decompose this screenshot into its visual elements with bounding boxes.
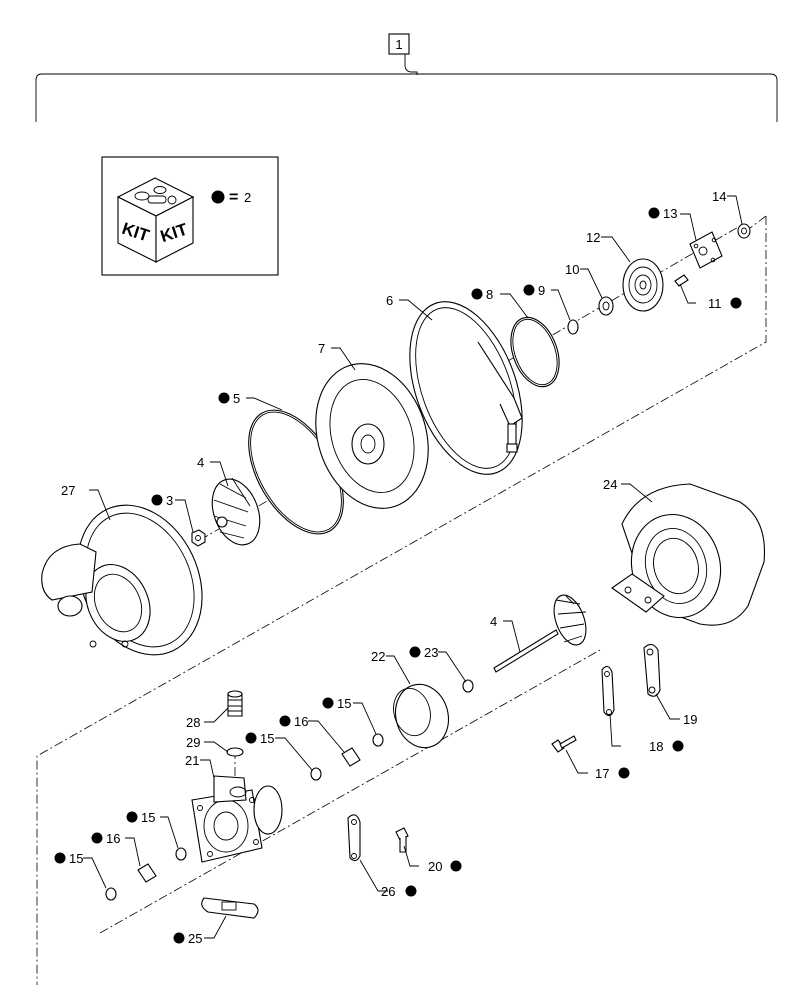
- callout-5[interactable]: 5: [233, 391, 240, 406]
- callout-29[interactable]: 29: [186, 735, 200, 750]
- callout-10[interactable]: 10: [565, 262, 579, 277]
- thrust-bearing: [689, 231, 723, 269]
- callout-18[interactable]: 18: [649, 739, 663, 754]
- callout-15-c[interactable]: 15: [141, 810, 155, 825]
- assembly-bracket: 1: [35, 33, 778, 122]
- bearing-set-upper: [310, 733, 384, 781]
- callout-25[interactable]: 25: [188, 931, 202, 946]
- bolt-20: [395, 827, 409, 853]
- callout-24[interactable]: 24: [603, 477, 617, 492]
- legend-equals: =: [229, 189, 238, 206]
- callout-27[interactable]: 27: [61, 483, 75, 498]
- callout-19[interactable]: 19: [683, 712, 697, 727]
- thrust-collar: [622, 258, 664, 312]
- callout-16-a[interactable]: 16: [294, 714, 308, 729]
- bearing-housing: [191, 775, 283, 863]
- callout-20[interactable]: 20: [428, 859, 442, 874]
- o-ring-medium: [510, 316, 560, 388]
- assembly-label[interactable]: 1: [395, 37, 402, 52]
- callout-6[interactable]: 6: [386, 293, 393, 308]
- callout-4-lower[interactable]: 4: [490, 614, 497, 629]
- turbine-housing: [611, 483, 766, 626]
- callout-9[interactable]: 9: [538, 283, 545, 298]
- legend-value: 2: [244, 190, 251, 205]
- gasket-25: [201, 897, 259, 919]
- sleeve-part: [598, 296, 614, 316]
- kit-legend: KIT KIT = 2: [101, 156, 279, 276]
- callout-12[interactable]: 12: [586, 230, 600, 245]
- callout-26[interactable]: 26: [381, 884, 395, 899]
- seal-ring: [567, 319, 579, 335]
- kit-dot-icon: [211, 190, 225, 204]
- fitting-part: [227, 690, 243, 717]
- nut-part: [191, 529, 206, 547]
- callout-11[interactable]: 11: [708, 296, 722, 311]
- callout-7[interactable]: 7: [318, 341, 325, 356]
- callout-28[interactable]: 28: [186, 715, 200, 730]
- callout-3[interactable]: 3: [166, 493, 173, 508]
- callout-15-a[interactable]: 15: [337, 696, 351, 711]
- kit-dots: [54, 207, 742, 944]
- compressor-wheel: [211, 477, 261, 546]
- kit-box-icon: KIT KIT: [116, 177, 195, 263]
- callout-16-b[interactable]: 16: [106, 831, 120, 846]
- callout-4-upper[interactable]: 4: [197, 455, 204, 470]
- callout-21[interactable]: 21: [185, 753, 199, 768]
- callout-15-b[interactable]: 15: [260, 731, 274, 746]
- callout-22[interactable]: 22: [371, 649, 385, 664]
- heat-shield: [393, 683, 449, 749]
- bolt-17: [551, 735, 577, 753]
- bearing-set-lower: [105, 847, 187, 901]
- callout-8[interactable]: 8: [486, 287, 493, 302]
- v-band-clamp: [409, 301, 523, 475]
- lock-plate-26: [347, 814, 361, 862]
- spacer-part: [737, 223, 751, 239]
- gasket-18: [601, 665, 615, 717]
- washer-part: [226, 747, 244, 757]
- seal-ring-lower: [462, 679, 474, 693]
- compressor-housing: [41, 504, 203, 656]
- callout-17[interactable]: 17: [595, 766, 609, 781]
- gasket-19: [643, 643, 661, 697]
- screw-small: [674, 274, 689, 287]
- callout-13[interactable]: 13: [663, 206, 677, 221]
- callout-labels: 3 4 4 5 6 7 8 9 10 11 12 13 14 15 15 15 …: [61, 189, 726, 946]
- callout-23[interactable]: 23: [424, 645, 438, 660]
- callout-14[interactable]: 14: [712, 189, 726, 204]
- turbine-shaft-wheel: [493, 594, 587, 673]
- callout-15-d[interactable]: 15: [69, 851, 83, 866]
- callout-leaders: [83, 195, 743, 939]
- back-plate: [315, 363, 429, 509]
